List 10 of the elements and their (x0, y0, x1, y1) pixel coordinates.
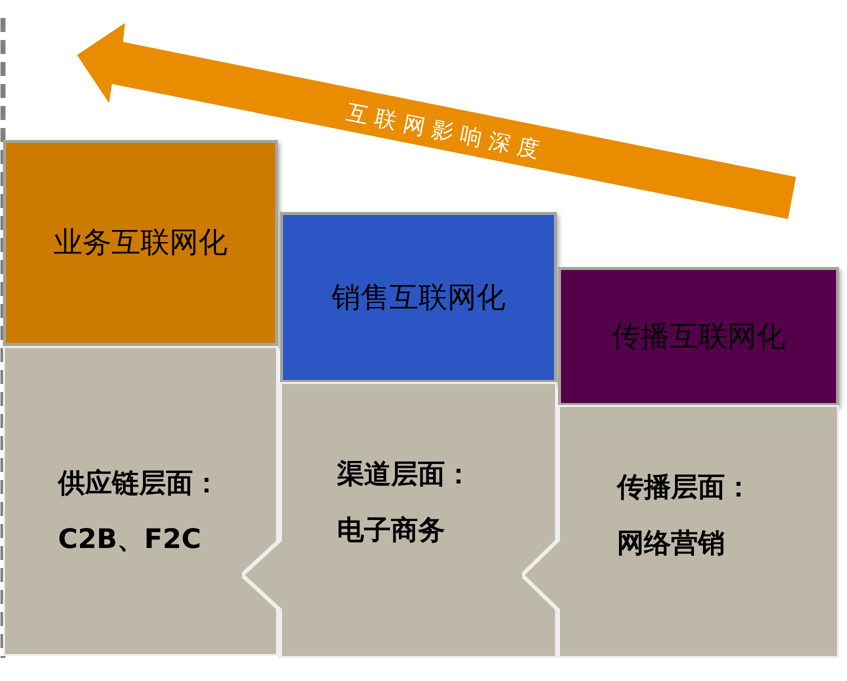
header-box: 销售互联网化 (280, 212, 557, 383)
layer-box (522, 405, 839, 658)
header-box: 业务互联网化 (3, 140, 278, 346)
arrow-label: 互联网影响深度 (344, 101, 548, 165)
header-box: 传播互联网化 (558, 267, 839, 406)
layer-box (3, 346, 278, 656)
layer-text: 传播层面： 网络营销 (617, 471, 752, 561)
layer-box (242, 382, 557, 658)
layer-text: 供应链层面： C2B、F2C (58, 467, 220, 557)
layer-text: 渠道层面： 电子商务 (337, 458, 472, 548)
